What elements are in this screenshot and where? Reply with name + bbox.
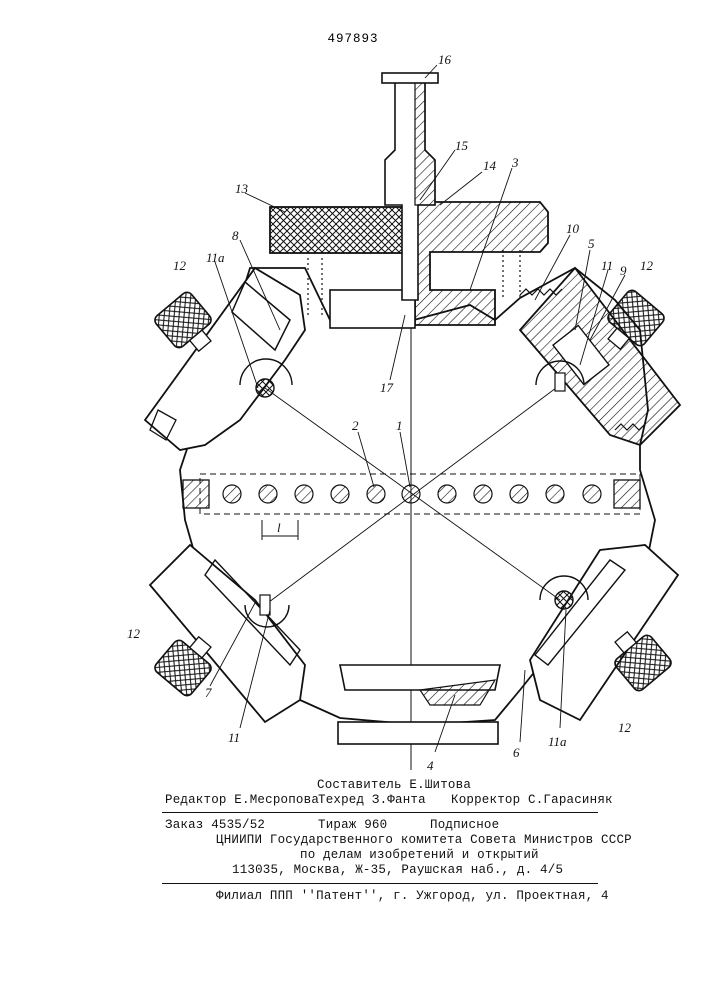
label-15: 15 bbox=[455, 138, 469, 153]
spring-right-top bbox=[503, 250, 520, 300]
address-line: 113035, Москва, Ж-35, Раушская наб., д. … bbox=[232, 863, 563, 877]
clamp-block-top-left bbox=[145, 268, 305, 450]
department-line: по делам изобретений и открытий bbox=[300, 848, 539, 862]
footer-rule-bottom bbox=[162, 883, 598, 884]
patent-number: 497893 bbox=[327, 32, 378, 46]
label-17: 17 bbox=[380, 380, 394, 395]
screw-head-16 bbox=[382, 73, 438, 83]
label-1: 1 bbox=[396, 418, 403, 433]
dim-label-l: l bbox=[277, 520, 281, 535]
label-4: 4 bbox=[427, 758, 434, 773]
clamp-block-bottom-left bbox=[150, 545, 305, 722]
label-12-bottom-left: 12 bbox=[127, 626, 141, 641]
label-3: 3 bbox=[511, 155, 519, 170]
knob-13 bbox=[270, 207, 410, 253]
editor-line: Редактор Е.Месропова bbox=[165, 793, 319, 807]
order-line: Заказ 4535/52 bbox=[165, 818, 265, 832]
label-7: 7 bbox=[205, 685, 212, 700]
label-8: 8 bbox=[232, 228, 239, 243]
part-4-lower bbox=[338, 722, 498, 744]
label-5: 5 bbox=[588, 236, 595, 251]
footer-rule-top bbox=[162, 812, 598, 813]
label-2: 2 bbox=[352, 418, 359, 433]
institute-line: ЦНИИПИ Государственного комитета Совета … bbox=[216, 833, 632, 847]
label-11a-bottom: 11a bbox=[548, 734, 567, 749]
subscription-line: Подписное bbox=[430, 818, 499, 832]
label-12-top-right: 12 bbox=[640, 258, 654, 273]
corrector-line: Корректор С.Гарасиняк bbox=[451, 793, 613, 807]
label-6: 6 bbox=[513, 745, 520, 760]
label-10: 10 bbox=[566, 221, 580, 236]
label-11-bottom-left: 11 bbox=[228, 730, 240, 745]
techred-line: Техред З.Фанта bbox=[318, 793, 426, 807]
label-12-top-left: 12 bbox=[173, 258, 187, 273]
label-14: 14 bbox=[483, 158, 497, 173]
branch-line: Филиал ППП ''Патент'', г. Ужгород, ул. П… bbox=[216, 889, 609, 903]
print-run-line: Тираж 960 bbox=[318, 818, 387, 832]
label-9: 9 bbox=[620, 263, 627, 278]
label-13: 13 bbox=[235, 181, 249, 196]
label-11-top-right: 11 bbox=[601, 258, 613, 273]
compiler-line: Составитель Е.Шитова bbox=[317, 778, 471, 792]
label-16: 16 bbox=[438, 52, 452, 67]
shaft-hatch bbox=[415, 82, 435, 205]
label-12-bottom-right: 12 bbox=[618, 720, 632, 735]
label-11a-top: 11a bbox=[206, 250, 225, 265]
